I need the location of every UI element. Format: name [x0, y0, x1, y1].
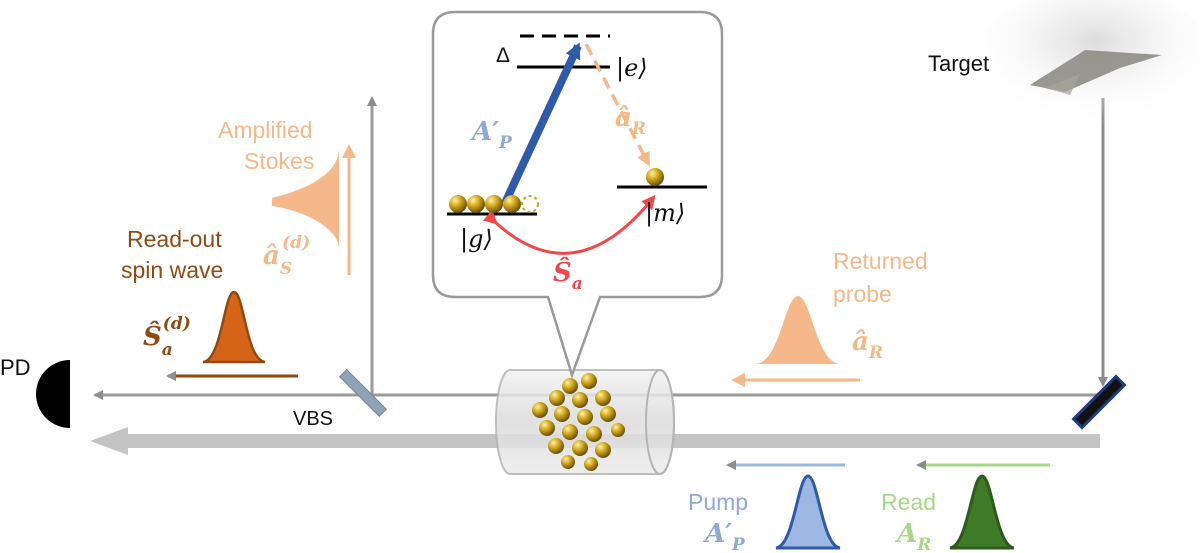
pump-symbol: A′P	[702, 519, 746, 553]
pump-pulse	[775, 474, 841, 550]
return-mirror	[1071, 374, 1127, 430]
read-symbol: AR	[894, 519, 931, 553]
vbs-splitter	[338, 368, 388, 418]
returned-probe-symbol: âR	[852, 327, 883, 363]
vbs-label: VBS	[293, 408, 333, 430]
read-pulse	[949, 474, 1015, 550]
returned-probe-label-2: probe	[833, 281, 892, 307]
target-label: Target	[928, 51, 989, 76]
amplified-stokes-group: Amplified Stokes âS(d)	[218, 117, 356, 279]
readout-pulse	[202, 290, 266, 364]
amplified-stokes-label-2: Stokes	[244, 148, 314, 174]
state-m-label: |m⟩	[645, 199, 685, 228]
returned-probe-label-1: Returned	[833, 248, 928, 274]
amplified-stokes-label-1: Amplified	[218, 117, 313, 143]
target-object	[980, 0, 1200, 125]
atom-cloud	[532, 373, 625, 471]
readout-label-2: spin wave	[121, 257, 223, 283]
state-e-label: |e⟩	[616, 54, 648, 83]
energy-level-inset: Δ |e⟩ |m⟩ |g⟩ A′P âR Ŝa	[431, 10, 724, 379]
returned-probe-pulse	[756, 296, 840, 364]
readout-symbol: Ŝa(d)	[143, 314, 191, 360]
read-group: Read AR	[881, 460, 1050, 553]
inset-pump-symbol: A′P	[469, 117, 513, 153]
readout-label-1: Read-out	[127, 226, 222, 252]
stokes-pulse	[272, 148, 339, 248]
pd-label: PD	[0, 355, 31, 380]
pd-detector-icon	[36, 360, 70, 428]
stokes-transition-arrow	[584, 43, 650, 167]
pump-transition-arrow	[501, 42, 582, 205]
inset-sa-symbol: Ŝa	[553, 256, 583, 294]
pump-label: Pump	[688, 489, 748, 515]
delta-label: Δ	[496, 44, 510, 67]
read-label: Read	[881, 489, 936, 515]
vapor-cell	[495, 369, 675, 475]
readout-spin-wave-group: Read-out spin wave Ŝa(d)	[121, 226, 298, 381]
state-g-label: |g⟩	[460, 225, 493, 254]
spin-wave-arrow	[482, 194, 656, 255]
returned-probe-group: Returned probe âR	[731, 248, 928, 387]
inset-ar-symbol: âR	[615, 103, 646, 139]
pump-group: Pump A′P	[688, 460, 845, 553]
stokes-symbol: âS(d)	[263, 233, 310, 279]
